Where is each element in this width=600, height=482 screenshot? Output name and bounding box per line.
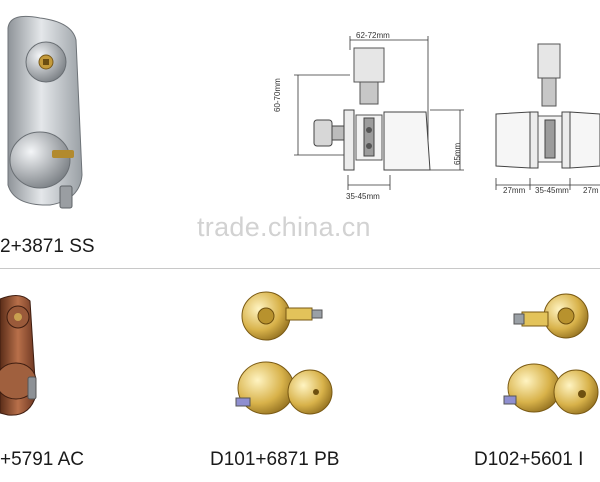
caption-top-left: 2+3871 SS: [0, 236, 95, 257]
caption-row2-right: D102+5601 I: [474, 449, 584, 470]
dim-backset-35-45: 35-45mm: [346, 192, 380, 201]
caption-row2-mid: D101+6871 PB: [210, 449, 340, 470]
dim-side-left-27: 27mm: [503, 186, 526, 195]
caption-row2-left: +5791 AC: [0, 449, 84, 470]
section-divider: [0, 268, 600, 269]
dim-width-62-72: 62-72mm: [356, 31, 390, 40]
product-image-polished-brass-d101: [228, 288, 338, 428]
product-image-polished-brass-d102: [500, 288, 600, 428]
technical-drawing-side: [490, 20, 600, 210]
dim-65: 65mm: [453, 142, 462, 165]
product-image-antique-copper: [0, 285, 60, 425]
technical-drawing-front: [280, 20, 480, 210]
dim-height-60-70: 60-70mm: [273, 78, 282, 112]
product-image-satin-stainless: [0, 0, 120, 230]
watermark-text: trade.china.cn: [197, 212, 371, 242]
dim-side-mid-35-45: 35-45mm: [535, 186, 569, 195]
dim-side-right-27: 27m: [583, 186, 599, 195]
